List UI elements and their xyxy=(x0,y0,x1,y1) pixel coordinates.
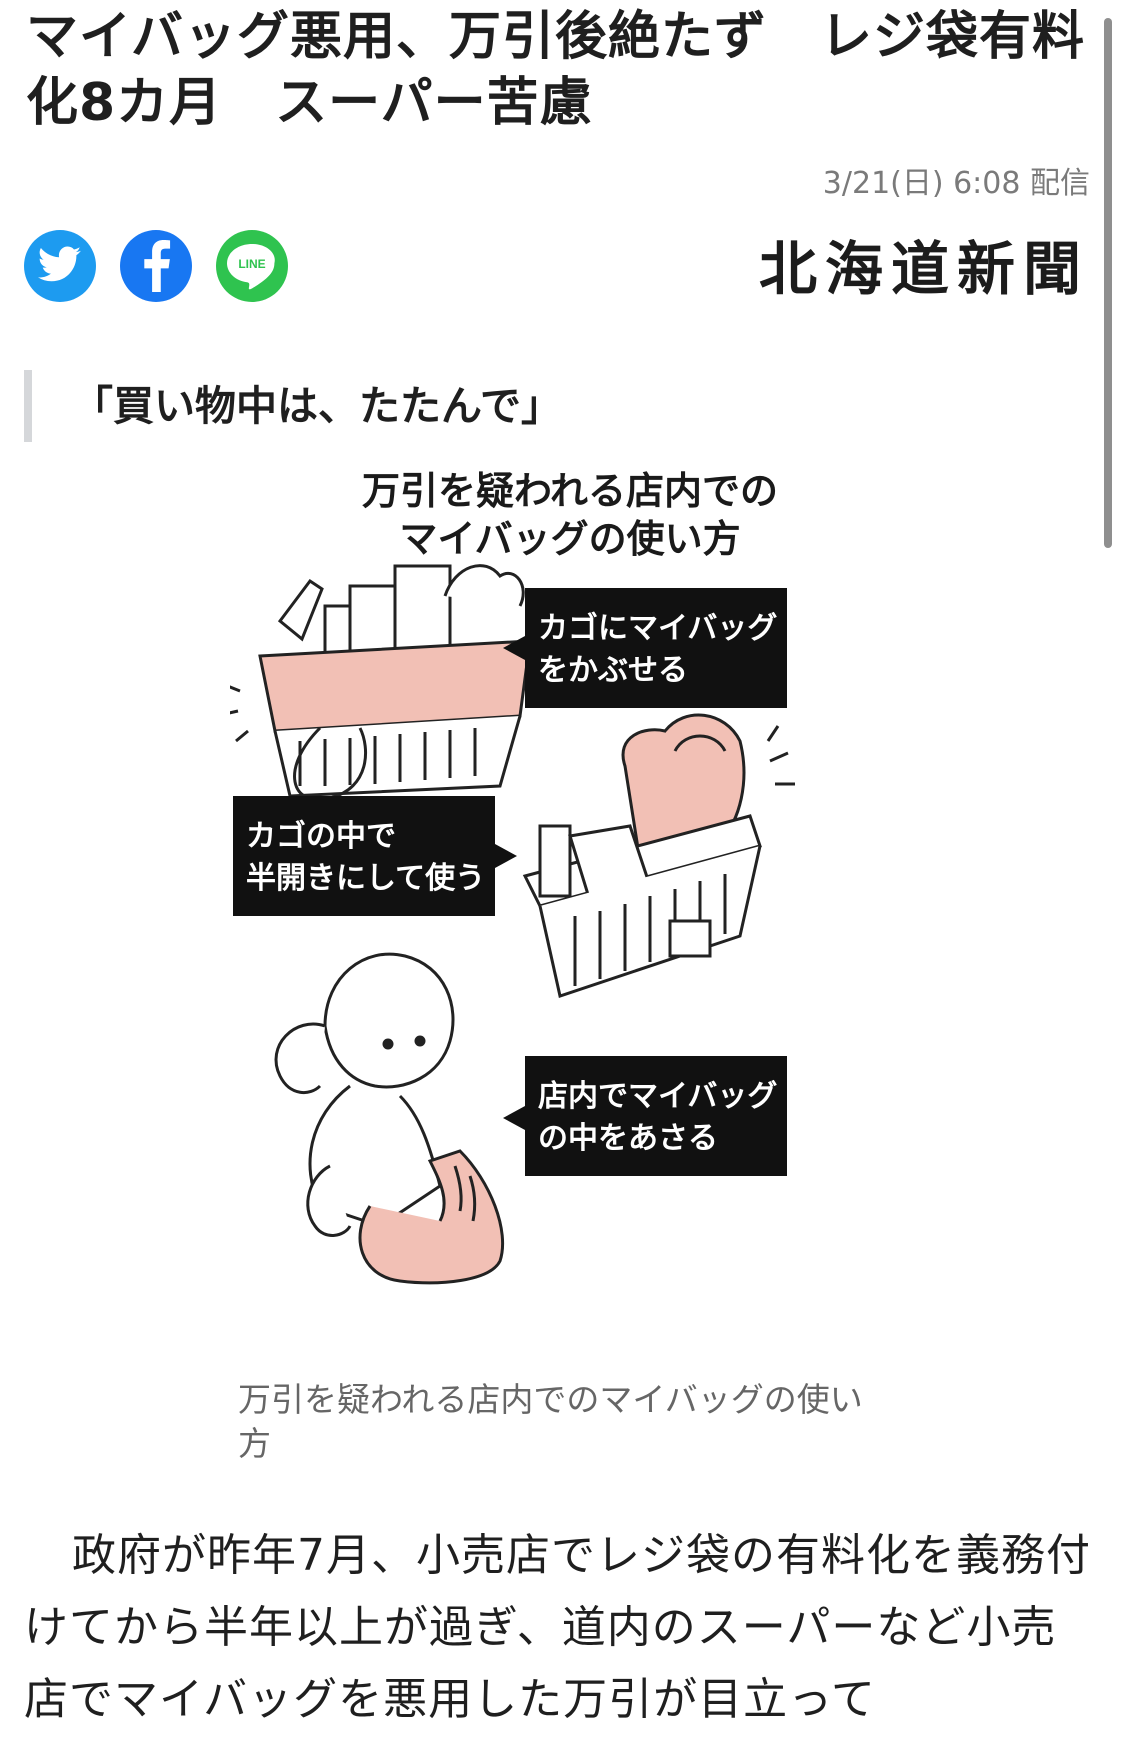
label-box-2-line2: 半開きにして使う xyxy=(246,861,485,896)
label-box-1-line2: をかぶせる xyxy=(538,653,688,688)
label-box-1-line1: カゴにマイバッグ xyxy=(538,611,777,646)
share-buttons: LINE xyxy=(24,230,288,302)
basket-half-open-illustration xyxy=(522,713,795,998)
section-subheading: 「買い物中は、たたんで」 xyxy=(24,370,562,442)
twitter-share-button[interactable] xyxy=(24,230,96,302)
publisher-logo: 北海道新聞 xyxy=(758,235,1089,303)
facebook-f-icon xyxy=(144,240,171,292)
label-box-1 xyxy=(525,588,787,708)
line-share-button[interactable]: LINE xyxy=(216,230,288,302)
facebook-share-button[interactable] xyxy=(120,230,192,302)
figure-title-line2: マイバッグの使い方 xyxy=(399,517,740,561)
label-box-3-line1: 店内でマイバッグ xyxy=(538,1079,777,1114)
woman-searching-bag-illustration xyxy=(274,952,505,1285)
label-box-3-line2: の中をあさる xyxy=(538,1121,718,1156)
article-headline: マイバッグ悪用、万引後絶たず レジ袋有料化8カ月 スーパー苦慮 xyxy=(26,7,1085,133)
publish-date: 3/21(日) 6:08 配信 xyxy=(822,166,1090,201)
figure-title-line1: 万引を疑われる店内での xyxy=(362,469,778,513)
article-body: 政府が昨年7月、小売店でレジ袋の有料化を義務付けてから半年以上が過ぎ、道内のスー… xyxy=(24,1530,1091,1725)
line-label: LINE xyxy=(238,257,265,271)
article-illustration: 万引を疑われる店内での マイバッグの使い方 カゴにマイバッグ をかぶせる カゴの… xyxy=(219,466,910,1366)
line-icon: LINE xyxy=(227,244,275,290)
label-box-2-line1: カゴの中で xyxy=(246,819,396,854)
basket-covered-illustration xyxy=(219,564,532,801)
figure-caption: 万引を疑われる店内でのマイバッグの使い方 xyxy=(238,1380,863,1463)
twitter-bird-icon xyxy=(38,246,81,282)
label-box-2 xyxy=(233,796,495,916)
label-box-3 xyxy=(525,1056,787,1176)
page-scrollbar[interactable] xyxy=(1104,18,1112,548)
